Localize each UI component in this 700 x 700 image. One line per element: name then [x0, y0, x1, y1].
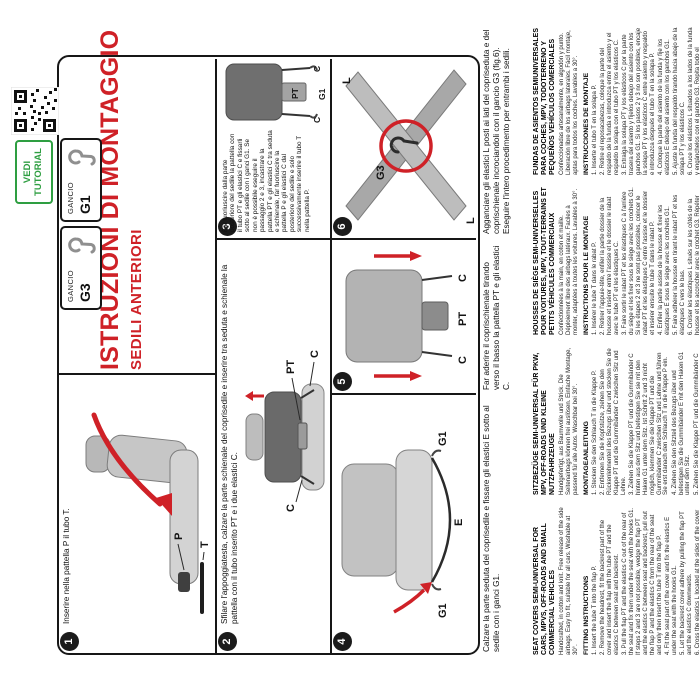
- instruction-step: 6. Cross the elastics L located at the s…: [695, 509, 700, 655]
- seat-cushion-illustration: E G1 G1: [341, 431, 465, 618]
- instruction-step: 1. Insert the tube T into the flap P.: [592, 565, 599, 655]
- divider-row2: [330, 59, 332, 655]
- instruction-step: 2. Retirer l'appuie-tête, enfiler la par…: [600, 196, 621, 335]
- tutorial-badge: VEDI TUTORIAL: [15, 140, 53, 204]
- crossed-straps-illustration: L L G3: [341, 69, 476, 224]
- caption-step-5: Far aderire il coprischienale tirando ve…: [482, 245, 512, 390]
- label-G3: G3: [375, 165, 387, 180]
- divider-col-p5p6: [330, 238, 476, 240]
- instruction-step: 5. Ajuste la funda del respaldo tirando …: [673, 27, 687, 175]
- instruction-step: 5. Ziehen Sie die Klappe PT und die Gumm…: [693, 353, 700, 495]
- instruction-step: 3. Faire sortir le rabat PT et les élast…: [622, 187, 656, 335]
- lang-intro: Confectionnées à la main, en coton et ma…: [559, 188, 579, 335]
- hook-box-g1: GANCIO G1: [60, 138, 102, 222]
- divider-row1: [215, 59, 217, 655]
- label-PT: PT: [285, 360, 297, 374]
- instruction-step: 1. Stecken Sie den Schlauch T in die Kla…: [592, 370, 599, 495]
- hook-label: GANCIO: [66, 270, 75, 302]
- label-L: L: [341, 77, 353, 84]
- highlight-circle: [379, 119, 433, 173]
- lang-header: HOUSSES DE SIÈGE SEMI-UNIVERSELLES POUR …: [533, 187, 557, 335]
- lang-header: SEAT COVERS SEMI-UNIVERSAL FOR CARS, MPV…: [533, 523, 557, 655]
- hook-box-g3: GANCIO G3: [60, 226, 102, 310]
- instruction-step: 1. Insérer le tube T dans le rabat P.: [592, 241, 599, 335]
- instruction-step: 5. Faire adhérer la housse en tirant le …: [673, 194, 687, 335]
- label-C: C: [312, 66, 322, 72]
- instruction-step: 6. Croiser les élastiques L situés sur l…: [688, 195, 700, 335]
- label-PT: PT: [290, 87, 300, 99]
- instruction-step: 6. Cruce los elásticos L situados a los …: [688, 27, 700, 175]
- label-C: C: [312, 117, 322, 123]
- lang-column-fr: HOUSSES DE SIÈGE SEMI-UNIVERSELLES POUR …: [533, 187, 700, 335]
- divider-col-p2p3: [215, 238, 330, 240]
- page-subtitle: SEDILI ANTERIORI: [128, 229, 145, 370]
- lang-column-en: SEAT COVERS SEMI-UNIVERSAL FOR CARS, MPV…: [533, 507, 700, 655]
- instruction-step: 2. Retire el reposacabezas, coloque la p…: [600, 32, 621, 175]
- caption-step-3: Far fuoriuscire dalla parte posteriore d…: [222, 130, 311, 232]
- seat-backrest-fit-illustration: C PT C: [245, 350, 325, 512]
- caption-step-6: Agganciare gli elastici L posti ai lati …: [482, 29, 512, 234]
- instruction-step: 4. Fit the seat part of the cover and fi…: [664, 516, 678, 655]
- lang-intro: Handcrafted, in cotton and knit. Free re…: [559, 507, 579, 655]
- lang-subheader: FITTING INSTRUCTIONS: [582, 575, 590, 655]
- backrest-pull-illustration: C PT C: [345, 251, 469, 381]
- seat-rear-illustration: C PT C G1: [225, 63, 326, 123]
- step-badge-1: 1: [60, 632, 79, 651]
- instruction-step: 2. Remove the headrest, fit the backrest…: [600, 519, 621, 655]
- caption-step-4: Calzare la parte seduta del coprisedile …: [482, 405, 502, 652]
- lang-column-de: SITZBEZÜGE SEMI-UNIVERSAL FÜR PKW, MPV, …: [533, 347, 700, 495]
- instruction-step: 4. Ziehen Sie den Sitzteil des Bezugs üb…: [671, 351, 692, 495]
- instruction-step: 5. Let the backrest cover adhere by pull…: [680, 511, 693, 655]
- label-C: C: [309, 350, 321, 358]
- instruction-step: 3. Ziehen Sie die Klappe PT und die Gumm…: [629, 352, 670, 495]
- step-badge-2: 2: [218, 632, 237, 651]
- lang-intro: Handgefertigt, aus Baumwolle und Strick.…: [559, 347, 579, 495]
- label-P: P: [173, 533, 185, 540]
- lang-header: SITZBEZÜGE SEMI-UNIVERSAL FÜR PKW, MPV, …: [533, 352, 557, 495]
- label-G1: G1: [317, 88, 326, 100]
- label-C: C: [457, 274, 469, 282]
- lang-column-es: FUNDAS DE ASIENTOS SEMIUNIVERSALES PARA …: [533, 27, 700, 175]
- hook-icon: [68, 237, 96, 254]
- hook-icon: [68, 149, 96, 166]
- lang-subheader: INSTRUCTIONS POUR LE MONTAGE: [582, 215, 590, 335]
- lang-subheader: MONTAGEANLEITUNG: [582, 421, 590, 495]
- instruction-step: 3. Extraiga la solapa PT y los elásticos…: [622, 27, 656, 175]
- lang-subheader: INSTRUCCIONES DE MONTAJE: [582, 72, 590, 175]
- lang-intro: Confeccionadas artesanalmente, en algodó…: [559, 30, 579, 175]
- hook-code-g3: G3: [77, 283, 93, 302]
- qr-code: [11, 87, 59, 135]
- hook-code-g1: G1: [77, 195, 93, 214]
- instruction-step: 4. Enfiler la partie assise de la housse…: [658, 204, 671, 335]
- label-L: L: [465, 217, 476, 224]
- hook-label: GANCIO: [66, 182, 75, 214]
- divider-col-header: [57, 373, 215, 375]
- seat-side-illustration: P T: [85, 412, 210, 614]
- label-C: C: [457, 356, 469, 364]
- label-E: E: [453, 519, 465, 526]
- divider-col-p4p5: [330, 393, 476, 395]
- label-G1: G1: [437, 431, 449, 446]
- instruction-step: 2. Entfernen Sie die Kopfstütze, ziehen …: [600, 348, 627, 495]
- label-T: T: [199, 541, 210, 548]
- lang-header: FUNDAS DE ASIENTOS SEMIUNIVERSALES PARA …: [533, 27, 557, 175]
- caption-step-2: Sfilare l'appoggiatesta, calzare la part…: [220, 264, 240, 624]
- caption-step-1: Inserire nella pattella P il tubo T.: [62, 508, 71, 624]
- instruction-step: 1. Inserte el tubo T en la solapa P.: [592, 84, 599, 175]
- label-PT: PT: [457, 312, 469, 326]
- instruction-step: 4. Coloque la parte del asiento de la fu…: [658, 38, 671, 175]
- instruction-step: 3. Pull the flap PT and the elastics C o…: [622, 507, 663, 655]
- label-G1: G1: [437, 603, 449, 618]
- label-C: C: [285, 504, 297, 512]
